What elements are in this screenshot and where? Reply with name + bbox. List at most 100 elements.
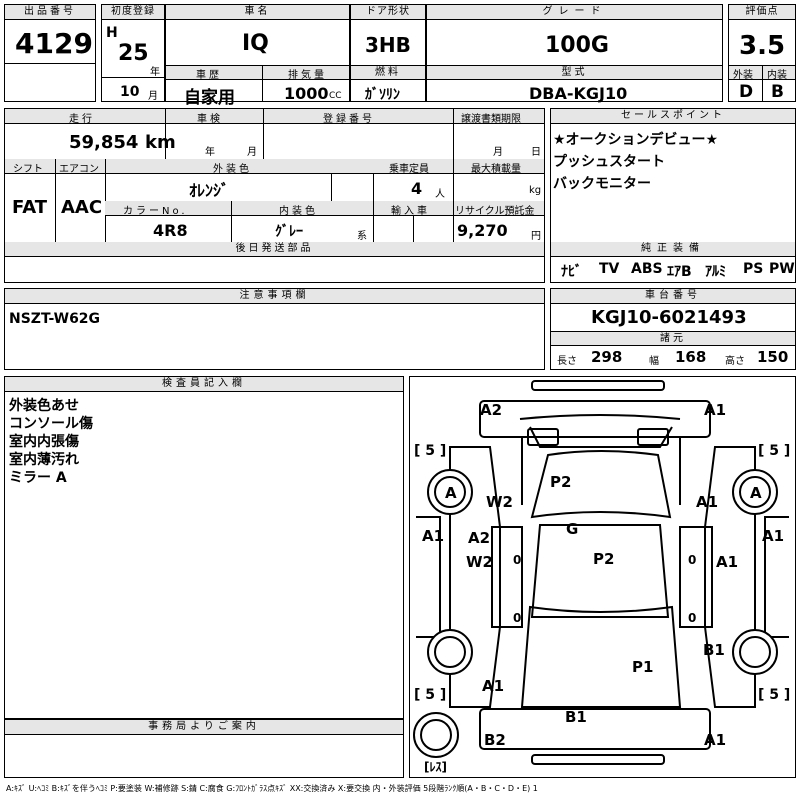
panel-zero: 0 — [688, 553, 696, 567]
color-number: 4R8 — [153, 221, 188, 240]
sales-line: バックモニター — [553, 176, 651, 192]
exterior-label: 外装 — [733, 70, 753, 81]
score-label: 評価点 — [729, 5, 795, 20]
inspector-line: ミラー A — [9, 470, 67, 486]
grade-label: グレード — [427, 5, 722, 20]
shift: FAT — [12, 197, 48, 218]
door-cell: ドア形状 3HB 燃料 ｶﾞｿﾘﾝ — [350, 4, 426, 103]
max-load-label: 最大積載量 — [471, 164, 521, 175]
damage-mark: P1 — [632, 658, 653, 676]
registration-year: 25 — [118, 41, 149, 66]
fuel-type: ｶﾞｿﾘﾝ — [365, 87, 400, 103]
interior-color-unit: 系 — [357, 231, 367, 242]
history-label: 車歴 — [196, 70, 222, 81]
equipment-label: 純正装備 — [551, 242, 795, 257]
year-unit: 年 — [150, 67, 160, 78]
damage-mark: A2 — [468, 529, 490, 547]
inspection-month-unit: 月 — [247, 147, 257, 158]
inspector-label: 検査員記入欄 — [5, 377, 403, 392]
damage-mark: A — [750, 484, 762, 502]
interior-color: ｸﾞﾚｰ — [275, 224, 303, 240]
later-parts-label: 後日発送部品 — [5, 242, 544, 257]
equipment-item: ﾅﾋﾞ — [561, 264, 582, 280]
damage-mark: A1 — [696, 493, 718, 511]
damage-mark: W2 — [466, 553, 493, 571]
displacement: 1000 — [284, 84, 329, 103]
lot-number-cell: 出品番号 4129 — [4, 4, 96, 102]
height: 150 — [757, 348, 789, 366]
damage-mark: A1 — [762, 527, 784, 545]
equipment-item: ｴｱB — [667, 264, 692, 280]
chassis-number: KGJ10-6021493 — [591, 307, 747, 328]
import-label: 輸入車 — [391, 206, 430, 217]
transfer-day-unit: 日 — [531, 147, 541, 158]
damage-mark: G — [566, 520, 578, 538]
panel-zero: 0 — [688, 611, 696, 625]
registration-month: 10 — [120, 84, 140, 100]
inspector-line: 室内内張傷 — [9, 434, 79, 450]
damage-mark: A1 — [716, 553, 738, 571]
fuel-label: 燃料 — [351, 65, 425, 80]
damage-mark: B1 — [565, 708, 587, 726]
chassis-label: 車台番号 — [551, 289, 795, 304]
ac-label: エアコン — [59, 164, 99, 175]
shift-label: シフト — [13, 164, 43, 175]
air-conditioner: AAC — [61, 197, 103, 218]
equipment-item: ABS — [631, 261, 663, 277]
exterior-color: ｵﾚﾝｼﾞ — [189, 181, 230, 200]
displacement-label: 排気量 — [288, 70, 327, 81]
lot-number-label: 出品番号 — [5, 5, 95, 20]
era-letter: H — [106, 25, 118, 41]
mileage-label: 走行 — [69, 114, 95, 125]
model-code: DBA-KGJ10 — [529, 84, 628, 103]
car-diagram: [ 5 ] [ 5 ] [ 5 ] [ 5 ] [ﾚｽ] 0 0 0 0 A2 … — [413, 380, 790, 774]
damage-mark: A1 — [704, 401, 726, 419]
dimensions-label: 諸元 — [551, 331, 795, 346]
inspector-block: 検査員記入欄 外装色あせ コンソール傷 室内内張傷 室内薄汚れ ミラー A — [4, 376, 404, 719]
model-label: 型式 — [427, 65, 722, 80]
damage-mark: A2 — [480, 401, 502, 419]
max-load-unit: kg — [529, 185, 542, 196]
chassis-block: 車台番号 KGJ10-6021493 諸元 長さ 298 幅 168 高さ 15… — [550, 288, 796, 370]
transfer-month-unit: 月 — [493, 147, 503, 158]
sales-line: プッシュスタート — [553, 154, 665, 170]
score: 3.5 — [739, 31, 786, 61]
grade-cell: グレード 100G 型式 DBA-KGJ10 — [426, 4, 723, 103]
interior-color-label: 内装色 — [279, 206, 318, 217]
mileage-unit: km — [145, 132, 176, 153]
grade: 100G — [545, 33, 609, 58]
tread-label: [ 5 ] — [414, 443, 446, 459]
first-registration-label: 初度登録 — [102, 5, 164, 20]
car-name-label: 車名 — [166, 5, 349, 20]
car-diagram-panel: [ 5 ] [ 5 ] [ 5 ] [ 5 ] [ﾚｽ] 0 0 0 0 A2 … — [409, 376, 796, 778]
spare-label: [ﾚｽ] — [424, 760, 447, 774]
cc-unit: CC — [329, 91, 342, 101]
equipment-item: PS — [743, 261, 764, 277]
notes-label: 注意事項欄 — [5, 289, 544, 304]
inspection-year-unit: 年 — [205, 147, 215, 158]
interior-label: 内装 — [767, 70, 787, 81]
damage-mark: B1 — [703, 641, 725, 659]
recycle-unit: 円 — [531, 231, 541, 242]
inspector-line: コンソール傷 — [9, 416, 93, 432]
length: 298 — [591, 348, 623, 366]
recycle-fee: 9,270 — [457, 221, 508, 240]
capacity: 4 — [411, 179, 423, 198]
car-name-cell: 車名 IQ 車歴 排気量 自家用 1000 CC — [165, 4, 350, 108]
panel-zero: 0 — [513, 611, 521, 625]
capacity-unit: 人 — [435, 189, 445, 200]
lot-number: 4129 — [15, 27, 93, 60]
notes-block: 注意事項欄 NSZT-W62G — [4, 288, 545, 370]
damage-mark: A1 — [422, 527, 444, 545]
height-label: 高さ — [725, 356, 745, 367]
exterior-grade: D — [739, 82, 754, 102]
length-label: 長さ — [557, 356, 577, 367]
equipment-item: TV — [599, 261, 620, 277]
recycle-label: リサイクル預託金 — [455, 206, 535, 217]
exterior-color-label: 外装色 — [213, 164, 252, 175]
transfer-deadline-label: 譲渡書類期限 — [461, 114, 521, 125]
width-label: 幅 — [649, 356, 659, 367]
panel-zero: 0 — [513, 553, 521, 567]
month-unit: 月 — [148, 91, 158, 102]
tread-label: [ 5 ] — [758, 443, 790, 459]
